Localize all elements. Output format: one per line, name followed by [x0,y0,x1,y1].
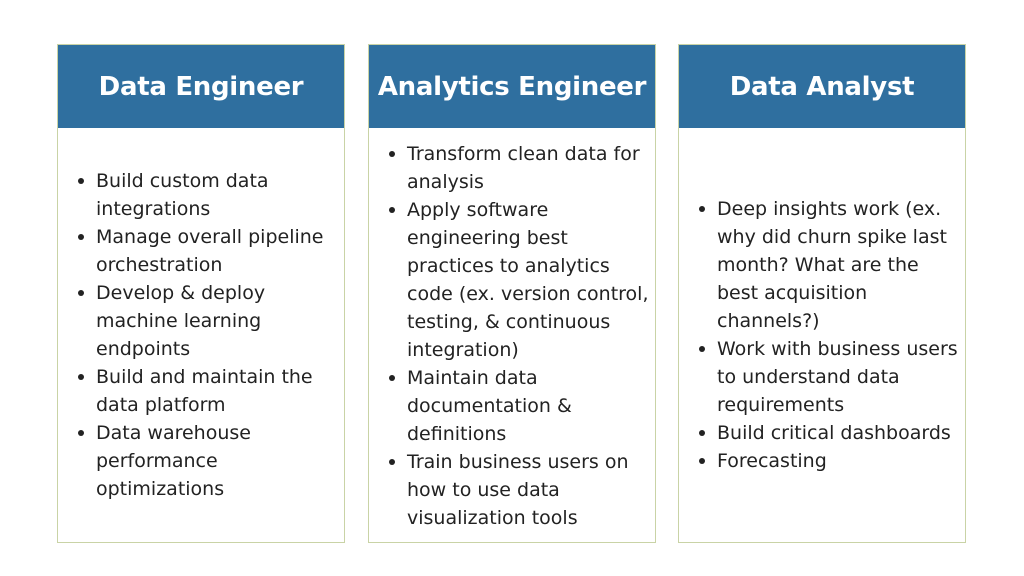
bullet-icon [699,346,705,352]
card-body: Deep insights work (ex. why did churn sp… [679,128,965,542]
card-body: Transform clean data for analysis Apply … [369,128,655,542]
card-header: Data Engineer [58,45,344,128]
list-item-text: Maintain data documentation & definition… [407,367,572,445]
bullet-icon [78,290,84,296]
list-item-text: Data warehouse performance optimizations [96,422,251,500]
list-item: Train business users on how to use data … [389,448,649,532]
list-item: Maintain data documentation & definition… [389,364,649,448]
card-body: Build custom data integrations Manage ov… [58,128,344,542]
list-item: Apply software engineering best practice… [389,196,649,364]
card-title: Data Analyst [729,71,915,102]
card-header: Data Analyst [679,45,965,128]
list-item-text: Build critical dashboards [717,422,951,444]
list-item-text: Train business users on how to use data … [407,451,629,529]
card-data-analyst: Data Analyst Deep insights work (ex. why… [678,44,966,543]
bullet-icon [389,207,395,213]
list-item: Build custom data integrations [78,167,338,223]
list-item-text: Manage overall pipeline orchestration [96,226,324,276]
list-item: Build and maintain the data platform [78,363,338,419]
card-data-engineer: Data Engineer Build custom data integrat… [57,44,345,543]
list-item: Manage overall pipeline orchestration [78,223,338,279]
bullet-icon [78,430,84,436]
bullet-list: Transform clean data for analysis Apply … [369,140,655,532]
list-item-text: Deep insights work (ex. why did churn sp… [717,198,947,332]
card-header: Analytics Engineer [369,45,655,128]
list-item: Work with business users to understand d… [699,335,959,419]
list-item-text: Transform clean data for analysis [407,143,640,193]
bullet-icon [389,375,395,381]
list-item-text: Build custom data integrations [96,170,269,220]
bullet-icon [78,234,84,240]
list-item-text: Develop & deploy machine learning endpoi… [96,282,266,360]
list-item: Data warehouse performance optimizations [78,419,338,503]
bullet-icon [699,458,705,464]
list-item: Develop & deploy machine learning endpoi… [78,279,338,363]
bullet-icon [78,178,84,184]
list-item: Build critical dashboards [699,419,959,447]
bullet-icon [78,374,84,380]
list-item: Forecasting [699,447,959,475]
list-item-text: Build and maintain the data platform [96,366,313,416]
bullet-list: Build custom data integrations Manage ov… [58,167,344,503]
bullet-icon [699,430,705,436]
card-title: Data Engineer [98,71,304,102]
bullet-icon [389,459,395,465]
list-item: Deep insights work (ex. why did churn sp… [699,195,959,335]
bullet-list: Deep insights work (ex. why did churn sp… [679,195,965,475]
list-item-text: Work with business users to understand d… [717,338,958,416]
list-item-text: Apply software engineering best practice… [407,199,649,361]
card-analytics-engineer: Analytics Engineer Transform clean data … [368,44,656,543]
bullet-icon [699,206,705,212]
list-item-text: Forecasting [717,450,827,472]
bullet-icon [389,151,395,157]
list-item: Transform clean data for analysis [389,140,649,196]
card-title: Analytics Engineer [377,71,647,102]
